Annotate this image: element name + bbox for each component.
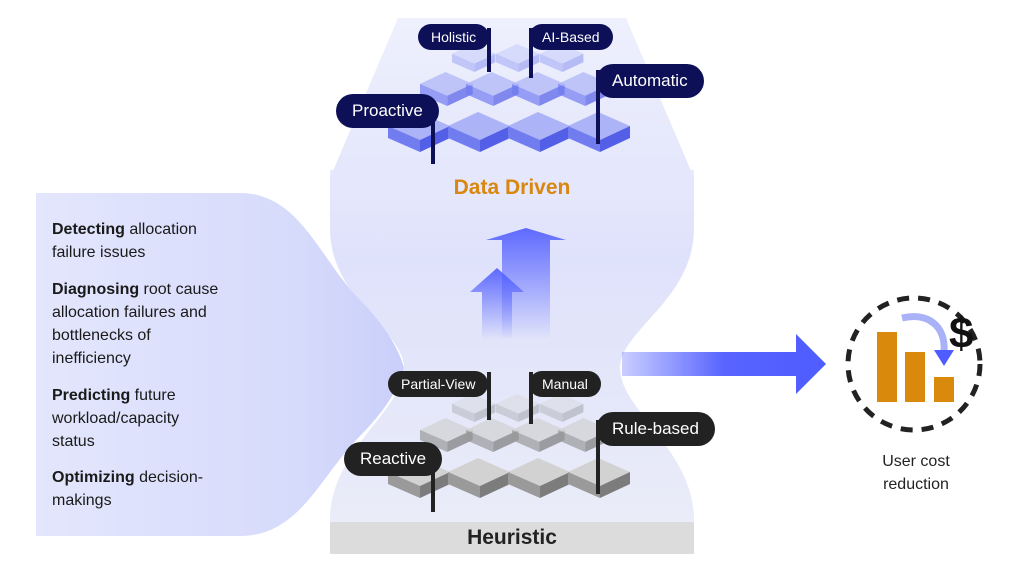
partial-view-tag: Partial-View	[388, 371, 489, 397]
holistic-tag: Holistic	[418, 24, 490, 50]
user-cost-reduction-label: User cost reduction	[882, 453, 950, 493]
dollar-icon: $	[949, 309, 973, 358]
capability-keyword: Optimizing	[52, 469, 135, 486]
capability-panel-shape	[36, 193, 404, 536]
heuristic-title: Heuristic	[467, 526, 557, 549]
cost-bar-2	[905, 352, 925, 402]
automatic-tag: Automatic	[596, 64, 704, 98]
cost-bar-3	[934, 377, 954, 402]
reactive-tag: Reactive	[344, 442, 443, 476]
rule-based-tag: Rule-based	[596, 412, 715, 446]
capability-keyword: Diagnosing	[52, 281, 140, 298]
capability-optimizing: Optimizing decision- makings	[52, 469, 204, 509]
proactive-tag: Proactive	[336, 94, 439, 128]
capability-detecting: Detecting allocation failure issues	[52, 221, 197, 261]
capability-diagnosing: Diagnosing root cause allocation failure…	[52, 281, 219, 367]
upward-arrows	[470, 228, 566, 340]
cost-bar-1	[877, 332, 897, 402]
capability-keyword: Detecting	[52, 221, 125, 238]
capability-keyword: Predicting	[52, 387, 131, 404]
capability-predicting: Predicting future workload/capacity stat…	[52, 387, 180, 450]
bottom-flag-poles	[431, 372, 600, 512]
manual-tag: Manual	[529, 371, 601, 397]
data-driven-title: Data Driven	[453, 176, 571, 199]
ai-based-tag: AI-Based	[529, 24, 613, 50]
cost-reduction-icon: $	[845, 295, 983, 433]
top-flag-poles	[431, 28, 600, 164]
right-arrow	[622, 334, 826, 394]
